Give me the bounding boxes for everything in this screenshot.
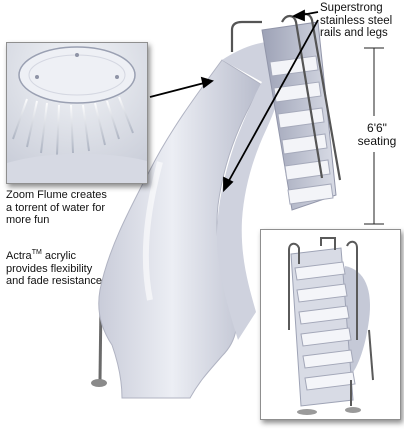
trademark-mark: TM [31, 249, 42, 256]
acrylic-word: acrylic [41, 250, 77, 262]
water-spray [12, 96, 134, 156]
flume-callout-line3: more fun [6, 214, 50, 226]
height-label: seating [357, 134, 397, 148]
slide-stairs [261, 21, 337, 211]
zoom-flume-callout: Zoom Flume creates a torrent of water fo… [6, 189, 156, 227]
rails-callout-line2: stainless steel [320, 14, 393, 27]
ladder-detail-inset [260, 229, 401, 420]
flume-callout-line2: a torrent of water for [6, 201, 106, 214]
leg-foot [91, 379, 107, 387]
flume-callout-line1: Zoom Flume creates [6, 189, 107, 201]
acrylic-brand: Actra [6, 250, 32, 262]
acrylic-callout-line1: ActraTM acrylic [6, 249, 146, 263]
rails-callout-line1: Superstrong [320, 2, 383, 14]
height-value: 6'6" [367, 121, 387, 135]
acrylic-callout: ActraTM acrylic provides flexibility and… [6, 249, 146, 288]
rails-callout-line3: rails and legs [320, 27, 388, 39]
rails-callout: Superstrong stainless steel rails and le… [320, 2, 404, 40]
callout-arrows [149, 9, 319, 193]
acrylic-callout-line2: provides flexibility [6, 262, 93, 275]
zoom-flume-inset [6, 42, 148, 184]
height-dimension-marker [364, 47, 384, 225]
height-callout: 6'6" seating [352, 122, 402, 148]
flume-port-plate [18, 46, 136, 104]
acrylic-callout-line3: and fade resistance [6, 275, 103, 287]
